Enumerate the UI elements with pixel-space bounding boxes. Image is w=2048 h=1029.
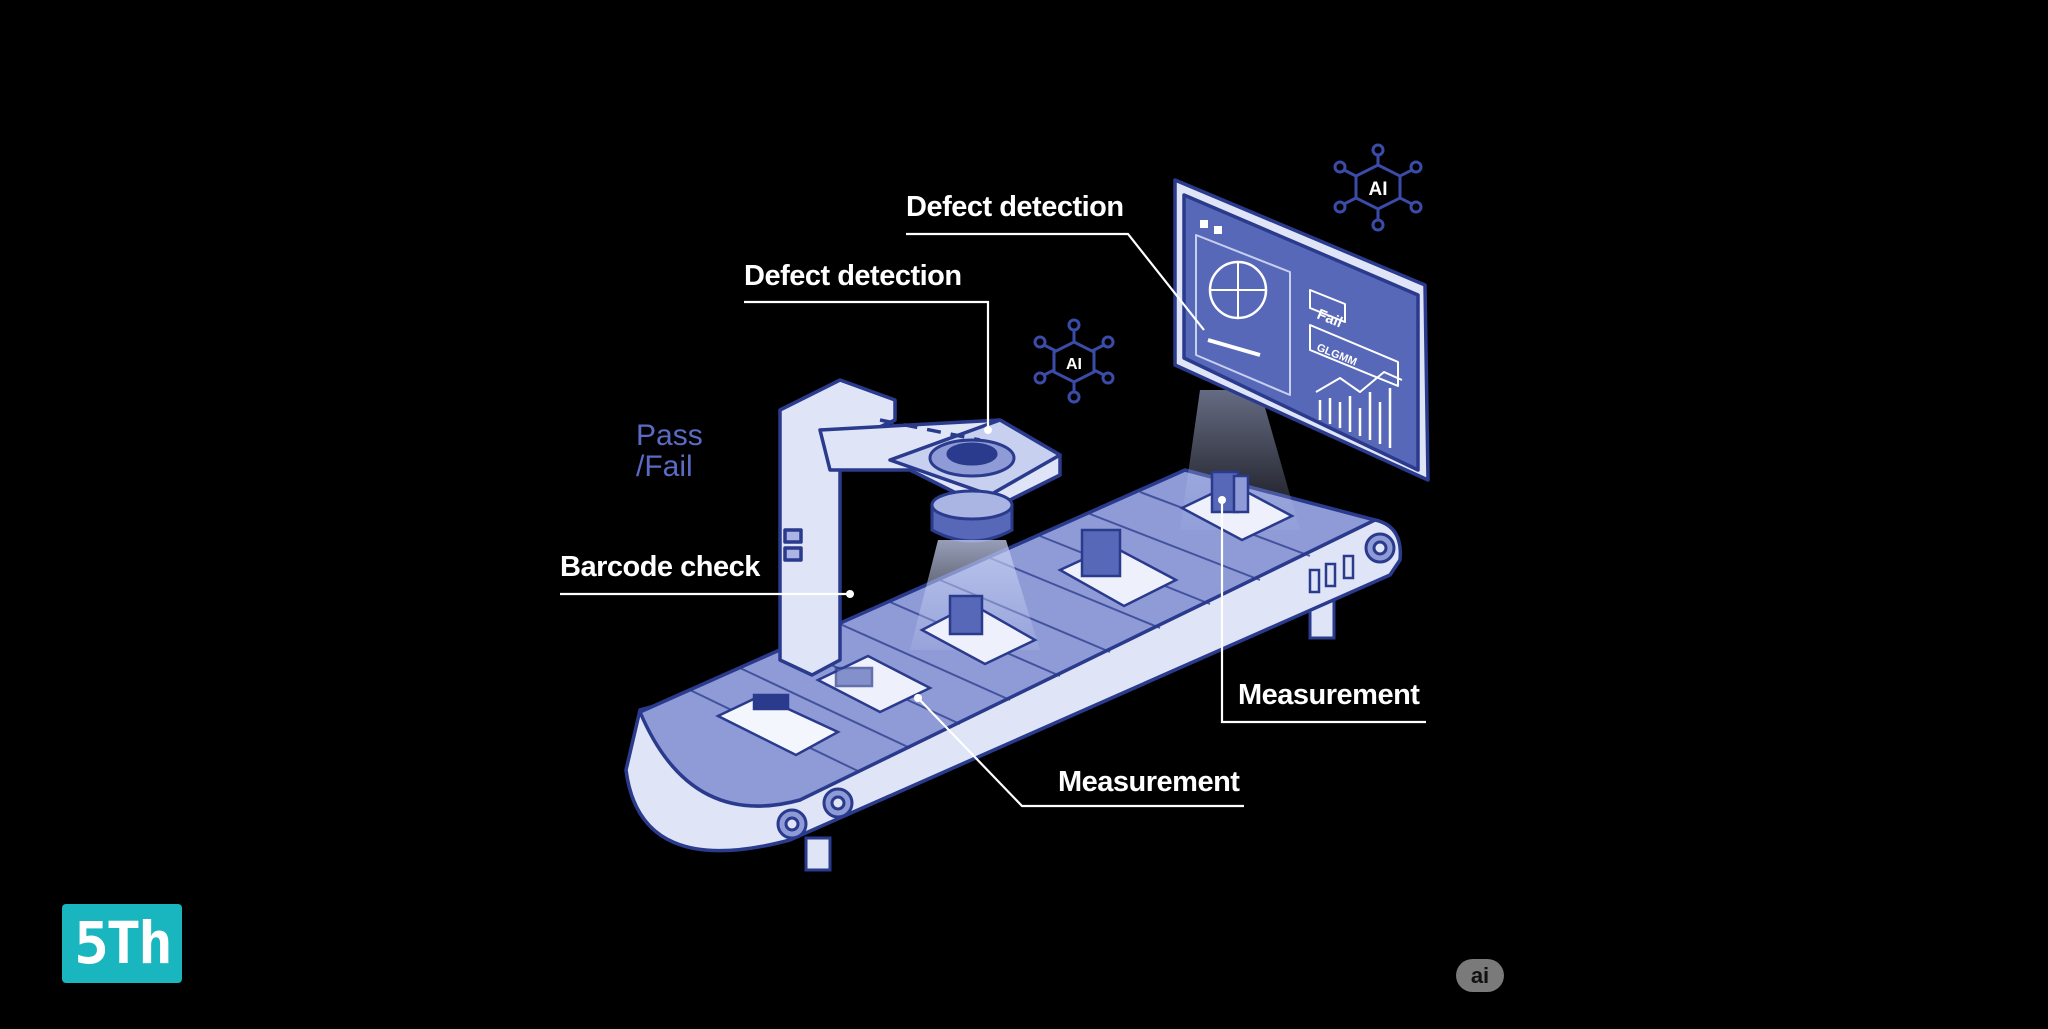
label-pass-fail: Pass /Fail (636, 419, 703, 483)
label-measurement-bottom: Measurement (1058, 766, 1240, 798)
ai-chip-icon-monitor (1333, 143, 1423, 232)
ai-chip-label-camera: AI (1066, 356, 1082, 373)
label-measurement-right: Measurement (1238, 679, 1420, 711)
leader-dots (846, 426, 1226, 702)
leader-lines (560, 232, 1426, 808)
monitor (1173, 178, 1430, 482)
ai-chip-label-monitor: AI (1369, 179, 1388, 200)
brand-logo: 5Th (62, 904, 182, 983)
label-defect-detection-top: Defect detection (906, 191, 1124, 223)
products (715, 470, 1295, 757)
conveyor-vents (1308, 554, 1355, 594)
label-defect-detection-mid: Defect detection (744, 260, 962, 292)
ai-watermark-badge: ai (1456, 959, 1504, 992)
label-barcode-check: Barcode check (560, 551, 760, 583)
rollers (776, 532, 1396, 840)
camera (928, 438, 1016, 543)
ai-chip-icon-camera (1033, 318, 1115, 404)
